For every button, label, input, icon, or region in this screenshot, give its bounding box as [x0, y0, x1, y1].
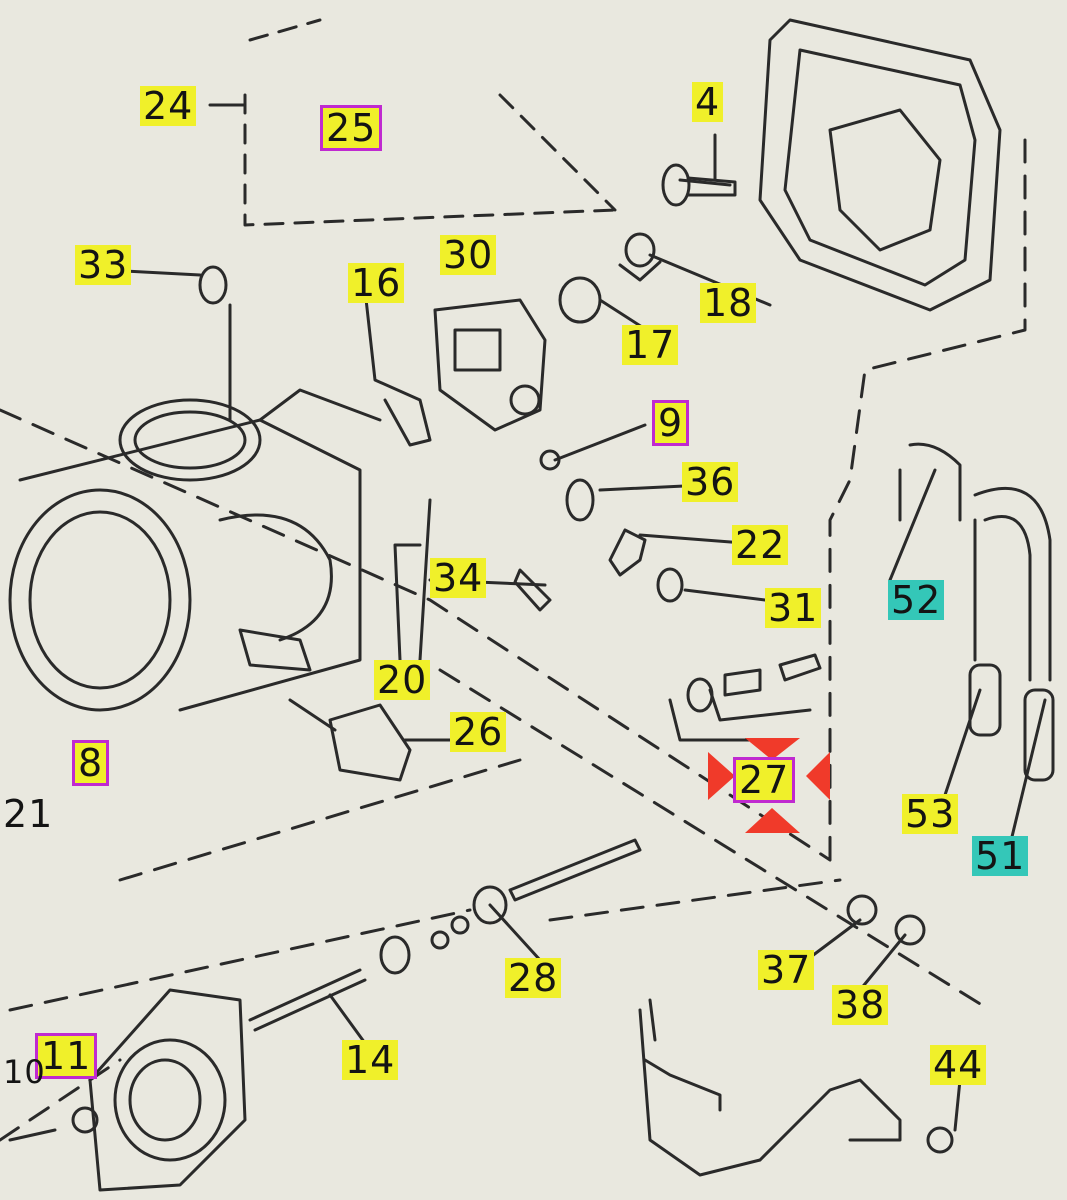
throttle-body [8, 388, 382, 712]
callout-14[interactable]: 14 [342, 1040, 399, 1080]
callout-33[interactable]: 33 [75, 245, 132, 285]
callout-28[interactable]: 28 [505, 958, 562, 998]
callout-24[interactable]: 24 [140, 86, 197, 126]
callout-26[interactable]: 26 [450, 712, 507, 752]
bracket-part-lower [638, 998, 902, 1177]
screw-part-34 [513, 568, 552, 612]
callout-20[interactable]: 20 [374, 660, 431, 700]
cover-part-11 [88, 988, 247, 1192]
nut-part-38 [894, 914, 926, 946]
cap-part-17 [558, 276, 602, 324]
callout-30[interactable]: 30 [440, 235, 497, 275]
callout-21[interactable]: 21 [3, 792, 54, 836]
assembly-bracket-right [828, 138, 1027, 862]
callout-37[interactable]: 37 [758, 950, 815, 990]
hose-part-53 [968, 518, 1002, 737]
callout-38[interactable]: 38 [832, 985, 889, 1025]
callout-10[interactable]: 10 [3, 1053, 46, 1091]
callout-18[interactable]: 18 [700, 283, 757, 323]
nut-part-44 [926, 1126, 954, 1154]
callout-27[interactable]: 27 [733, 757, 796, 803]
actuator-part-26 [288, 698, 412, 782]
float-bowl [758, 18, 1002, 312]
callout-16[interactable]: 16 [348, 263, 405, 303]
spring-part-36 [565, 478, 595, 522]
spring-part-14 [248, 968, 367, 1032]
clip-part-22 [608, 528, 647, 577]
callout-8[interactable]: 8 [72, 740, 110, 786]
assembly-bracket-lower [0, 408, 832, 862]
callout-36[interactable]: 36 [682, 462, 739, 502]
part-33 [198, 265, 228, 305]
callout-44[interactable]: 44 [930, 1045, 987, 1085]
callout-31[interactable]: 31 [765, 588, 822, 628]
plug-part-18 [618, 232, 662, 282]
spring-part-27 [686, 653, 822, 713]
callout-25[interactable]: 25 [320, 105, 383, 151]
callout-17[interactable]: 17 [622, 325, 679, 365]
bracket-part-16 [363, 288, 432, 447]
screw-part-31 [656, 567, 684, 603]
callout-53[interactable]: 53 [902, 794, 959, 834]
assembly-bracket-bottom [118, 758, 522, 882]
shaft-part-28 [508, 838, 642, 902]
assembly-bracket-top [243, 18, 617, 227]
callout-22[interactable]: 22 [732, 525, 789, 565]
hose-part-51 [973, 486, 1055, 782]
callout-34[interactable]: 34 [430, 558, 487, 598]
callout-4[interactable]: 4 [692, 82, 724, 122]
callout-9[interactable]: 9 [652, 400, 690, 446]
screw-part-4 [661, 163, 737, 207]
callout-11[interactable]: 11 [35, 1033, 98, 1079]
o-ring-part-9 [539, 449, 561, 471]
callout-51[interactable]: 51 [972, 836, 1029, 876]
red-triangle-marker [708, 738, 830, 833]
sensor-part-30 [433, 298, 547, 432]
callout-52[interactable]: 52 [888, 580, 945, 620]
hose-part-52 [898, 442, 962, 522]
nut-part-37 [846, 894, 878, 926]
